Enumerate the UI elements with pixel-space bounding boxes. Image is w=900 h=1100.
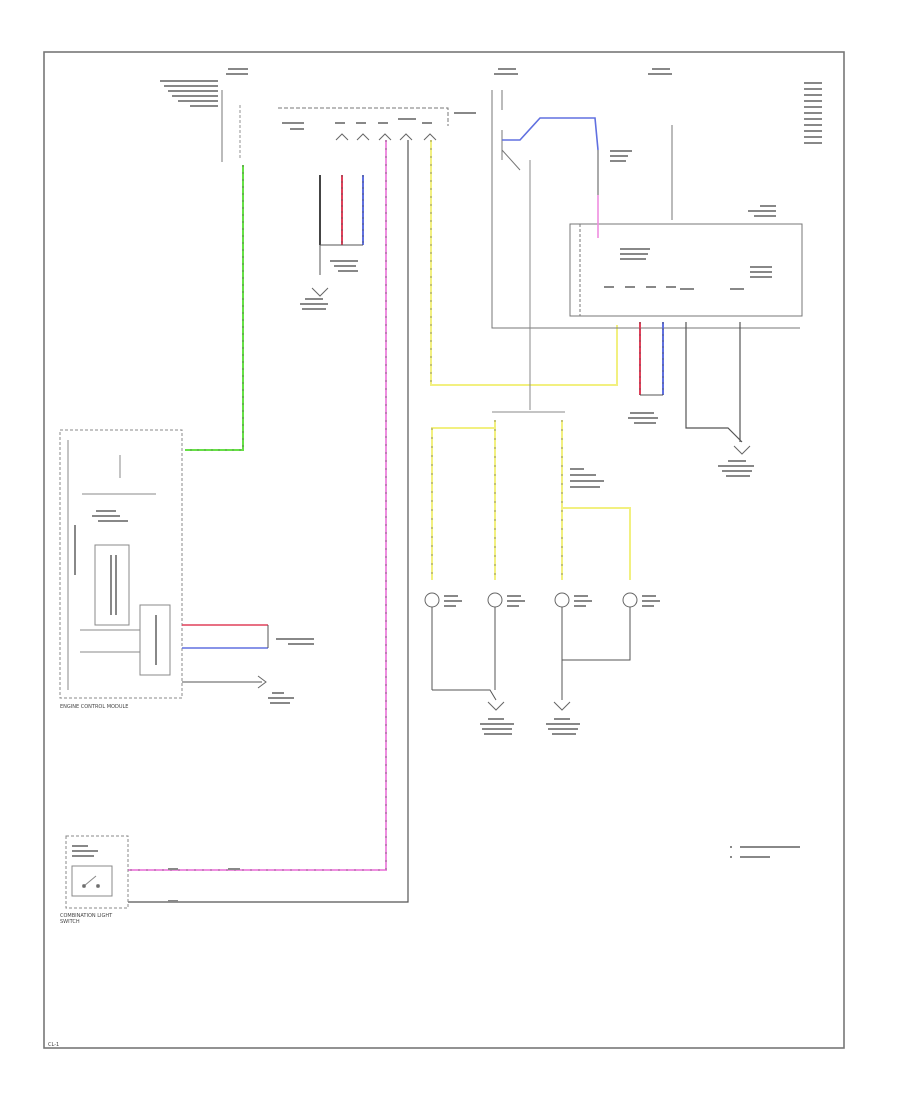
relay-output-wires	[628, 322, 754, 477]
fuse-block-text-left	[160, 68, 248, 107]
lamp-left-1	[424, 592, 440, 690]
legend	[730, 846, 800, 858]
engine-control-module-box	[59, 429, 183, 699]
lamp-left-2	[487, 592, 503, 690]
combination-light-switch-box	[65, 835, 129, 909]
relay-text	[494, 68, 822, 290]
lamp-grounds	[432, 689, 580, 735]
relay-feed-blue	[502, 117, 599, 238]
combination-light-switch-label: COMBINATION LIGHT SWITCH	[60, 913, 113, 925]
connector-label-right	[570, 468, 604, 488]
footer-mark: CL-1	[48, 1042, 60, 1048]
ignition-fuse-feed	[221, 90, 241, 162]
engine-control-module-label: ENGINE CONTROL MODULE	[60, 704, 129, 710]
lamp-right-2	[562, 592, 638, 661]
yellow-wire-main	[430, 140, 618, 386]
lamp-right-1	[554, 592, 570, 700]
stub-wires	[300, 175, 364, 310]
pink-wire	[128, 140, 387, 871]
ecm-internal-text	[74, 510, 157, 665]
ecm-output-wires	[182, 624, 314, 704]
diagram-frame	[43, 51, 845, 1049]
combination-switch-connector	[278, 107, 476, 141]
green-wire	[185, 165, 244, 451]
lamp-labels	[444, 595, 660, 607]
relay-frame	[491, 90, 803, 410]
ground-wire-switch	[128, 140, 409, 903]
yellow-lamp-wires	[431, 420, 631, 580]
switch-text	[72, 845, 240, 902]
